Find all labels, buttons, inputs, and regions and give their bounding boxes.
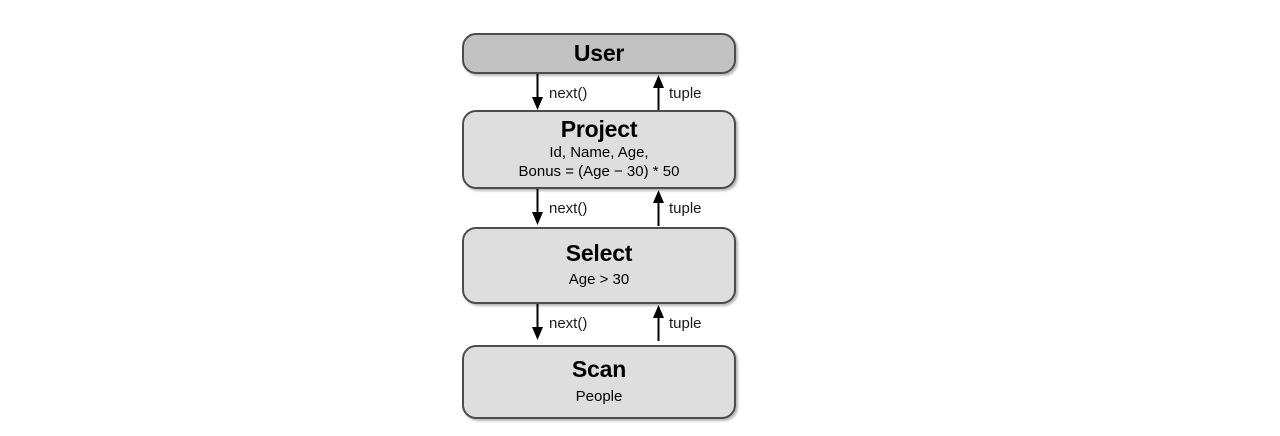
operator-node-select[interactable]: Select Age > 30 bbox=[462, 227, 736, 304]
edge-label-tuple: tuple bbox=[669, 200, 702, 217]
operator-detail-line: Id, Name, Age, bbox=[549, 144, 649, 162]
operator-title: User bbox=[573, 40, 625, 67]
operator-title: Scan bbox=[571, 356, 627, 383]
edge-label-next: next() bbox=[549, 200, 588, 217]
operator-node-user[interactable]: User bbox=[462, 33, 736, 74]
operator-title: Project bbox=[560, 116, 638, 143]
edge-user-project: next() tuple bbox=[462, 74, 736, 111]
operator-node-project[interactable]: Project Id, Name, Age, Bonus = (Age − 30… bbox=[462, 110, 736, 189]
edge-label-next: next() bbox=[549, 315, 588, 332]
edge-label-tuple: tuple bbox=[669, 85, 702, 102]
operator-detail-line: People bbox=[575, 387, 623, 405]
edge-select-scan: next() tuple bbox=[462, 304, 736, 341]
operator-title: Select bbox=[565, 239, 633, 266]
operator-node-scan[interactable]: Scan People bbox=[462, 345, 736, 419]
edge-label-tuple: tuple bbox=[669, 315, 702, 332]
edge-arrows-svg bbox=[532, 74, 664, 111]
edge-arrows-svg bbox=[532, 189, 664, 226]
edge-arrows-svg bbox=[532, 304, 664, 341]
operator-detail-line: Age > 30 bbox=[568, 271, 630, 289]
operator-detail-line: Bonus = (Age − 30) * 50 bbox=[518, 162, 680, 180]
edge-label-next: next() bbox=[549, 85, 588, 102]
edge-project-select: next() tuple bbox=[462, 189, 736, 226]
